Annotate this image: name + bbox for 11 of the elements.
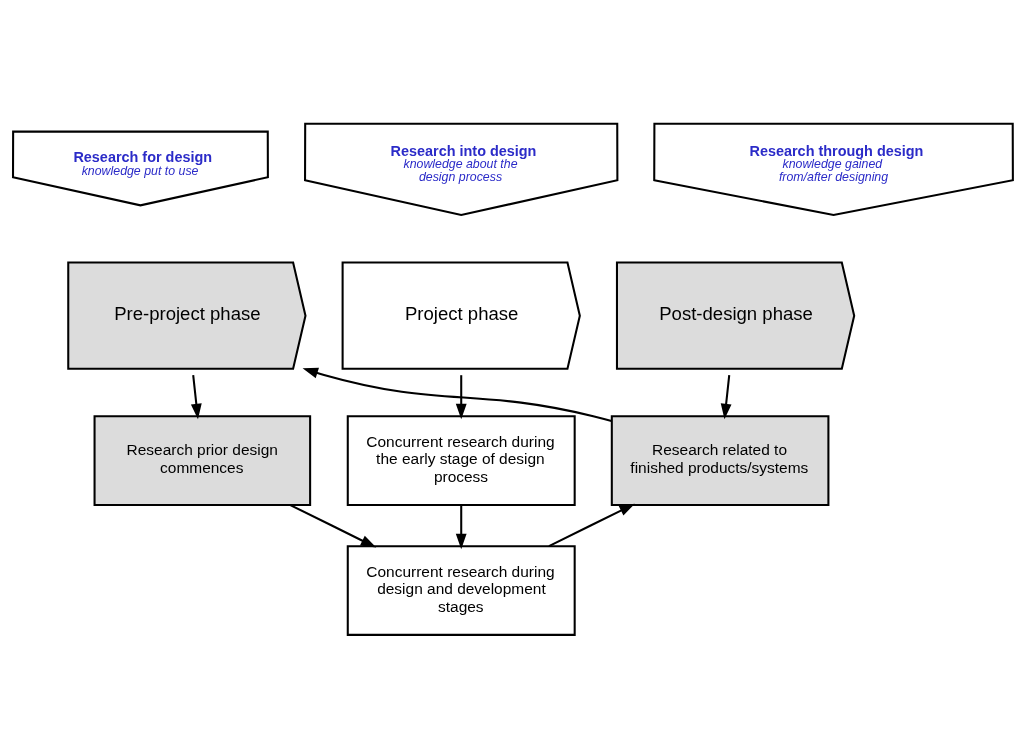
arrow <box>455 375 467 420</box>
node-box: Research related to finished products/systems <box>610 415 830 506</box>
arrow <box>455 505 467 550</box>
arrow <box>548 503 635 548</box>
arrow <box>289 504 377 548</box>
arrow <box>190 375 202 420</box>
arrow <box>302 367 612 423</box>
node-box: Concurrent research during design and development stages <box>346 545 576 636</box>
node-box: Concurrent research during the early stage of design process <box>346 415 576 506</box>
node-box: Research prior design commences <box>93 415 312 506</box>
arrow <box>720 375 732 420</box>
